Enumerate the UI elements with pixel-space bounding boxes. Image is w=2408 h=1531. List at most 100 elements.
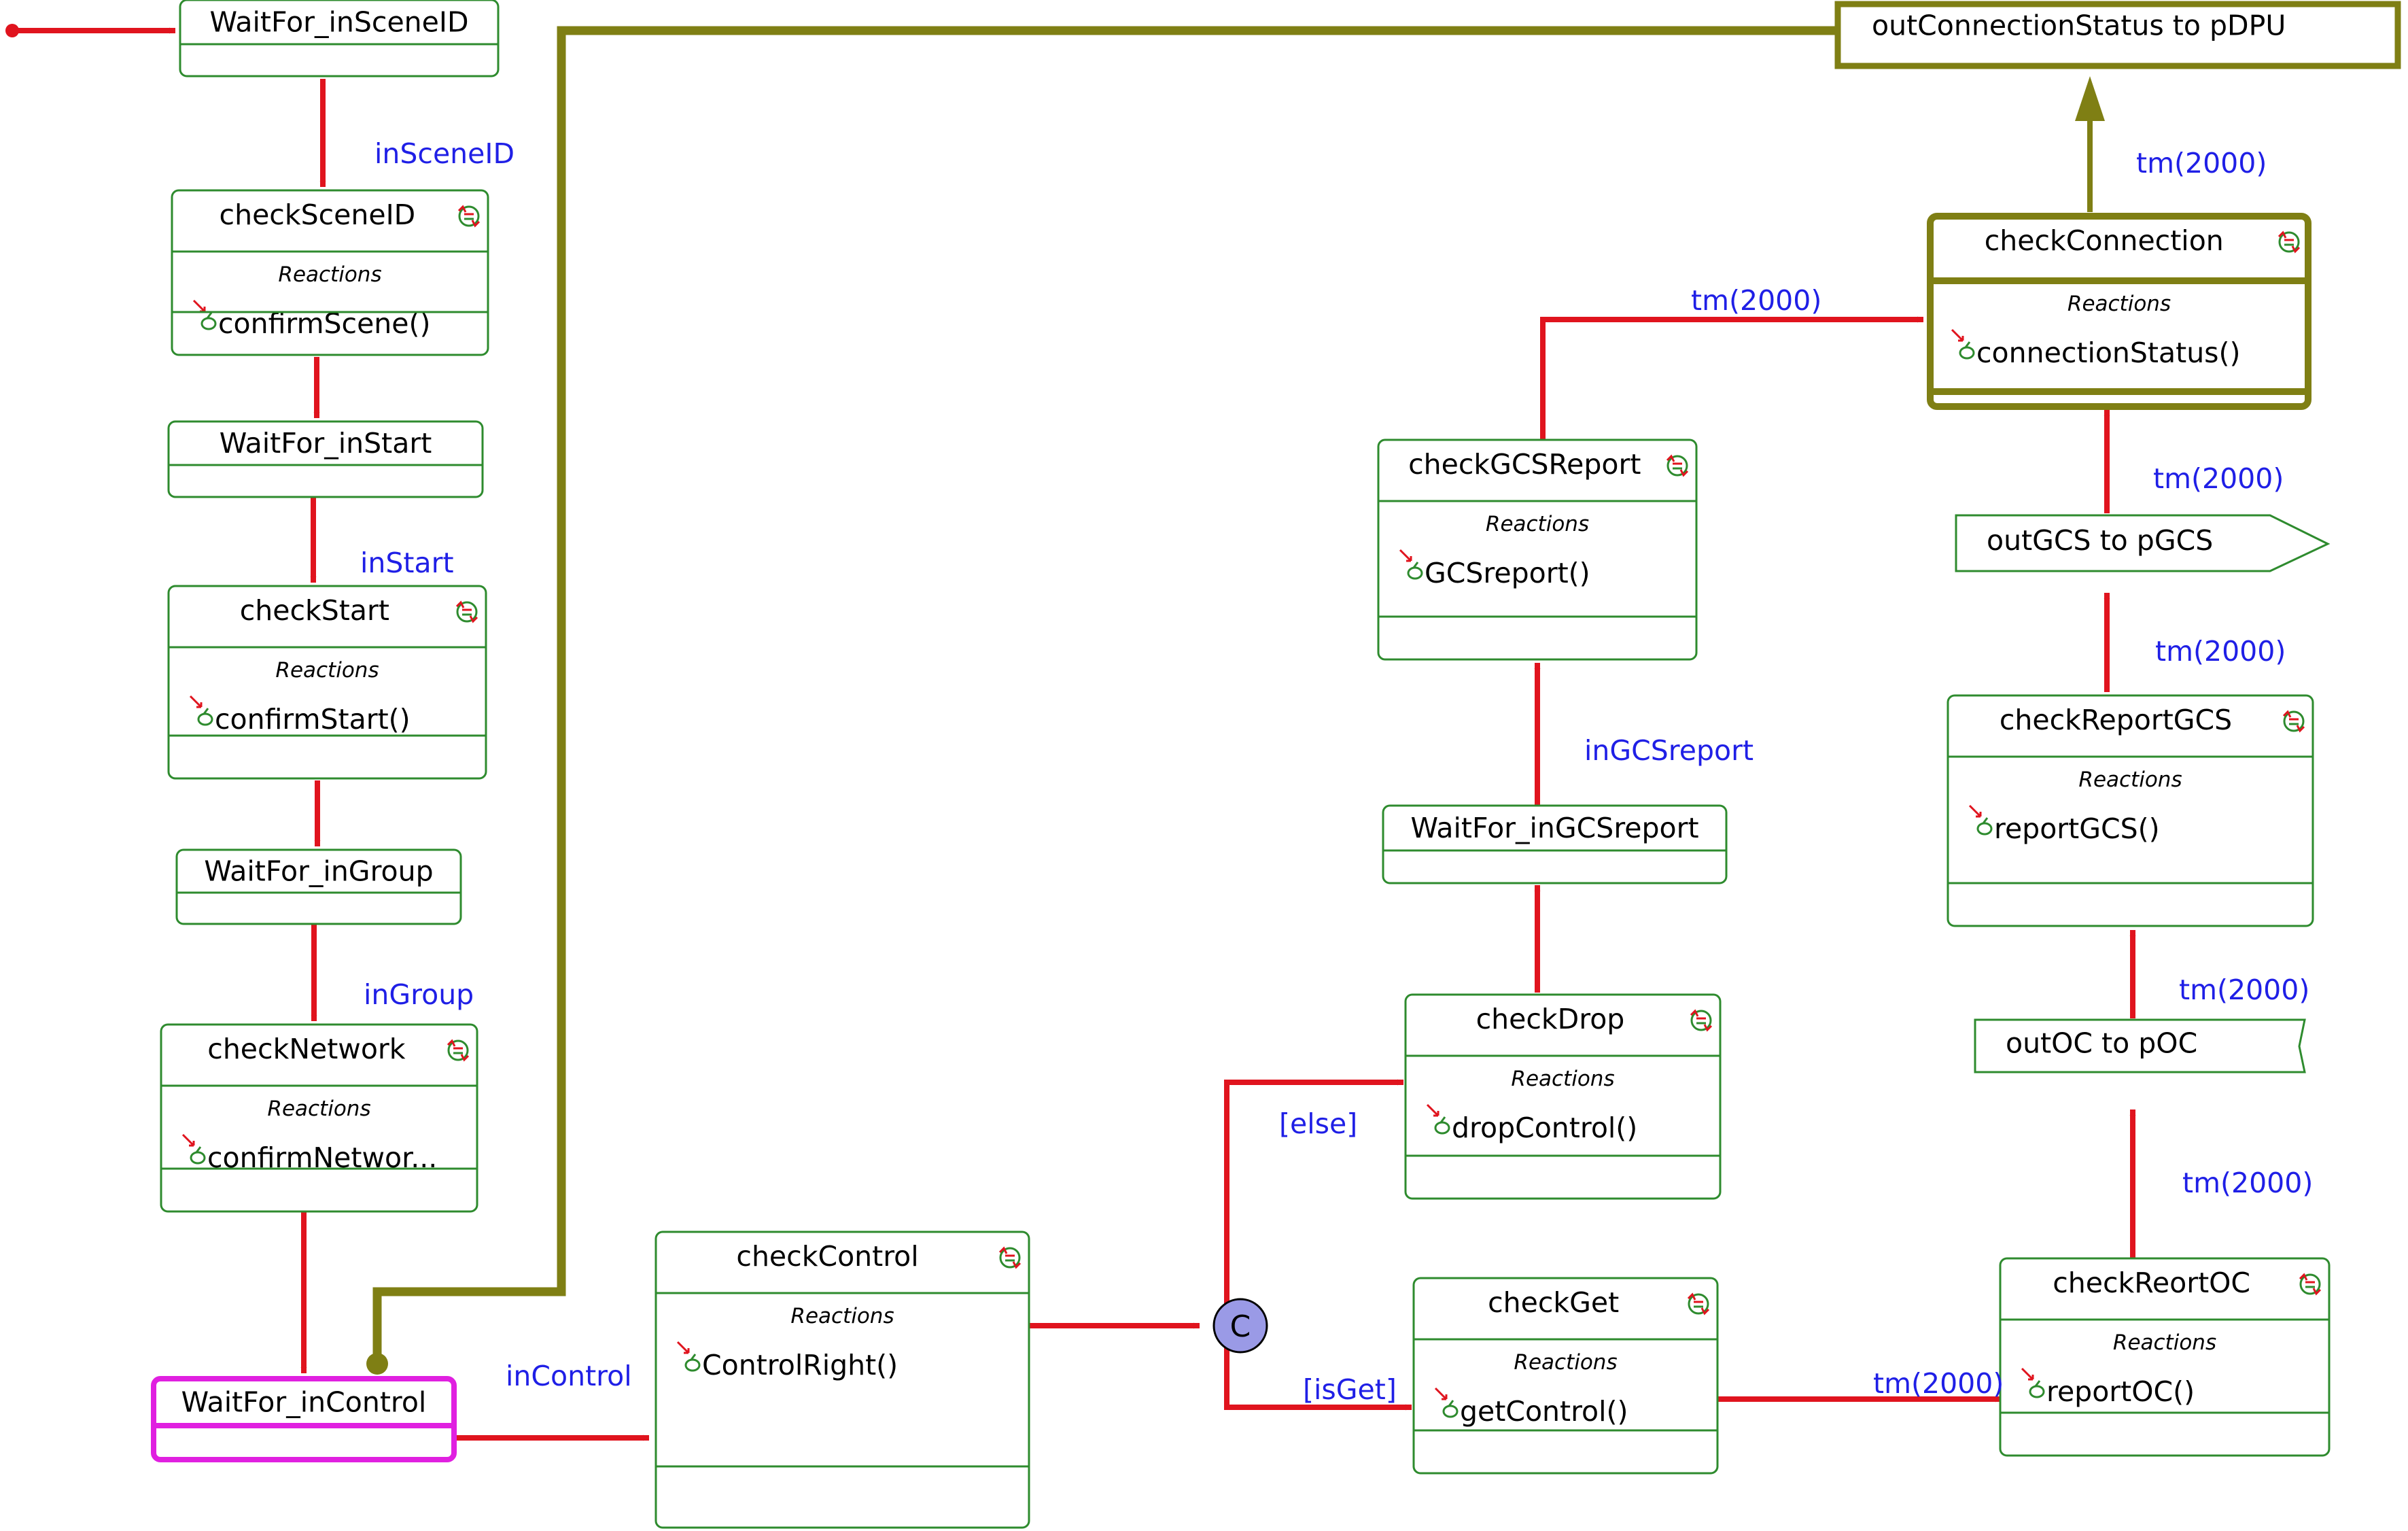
transition-labels: inSceneID inStart inGroup inControl [els… [360, 137, 2313, 1406]
send-signal-label: outGCS to pGCS [1987, 524, 2213, 557]
label-ingroup: inGroup [364, 978, 474, 1011]
send-signals-layer: outConnectionStatus to pDPU outGCS to pGC… [1834, 1, 2401, 1073]
label-ingcsreport: inGCSreport [1584, 734, 1753, 767]
state-box[interactable] [160, 1023, 478, 1213]
state-box[interactable] [1947, 694, 2314, 927]
state-box[interactable] [167, 420, 484, 498]
reaction-item[interactable]: connectionStatus() [1976, 337, 2241, 369]
state-name: WaitFor_inStart [220, 427, 432, 460]
reaction-item[interactable]: ControlRight() [702, 1349, 898, 1381]
state-checknetwork[interactable]: checkNetworkReactionsconfirmNetwor... [160, 1023, 478, 1213]
reaction-cycle-icon [455, 600, 478, 623]
state-box[interactable] [167, 585, 487, 780]
reaction-cycle-icon [2282, 710, 2305, 733]
state-box[interactable] [175, 848, 462, 925]
reaction-item-icon [1399, 549, 1423, 580]
send-signal-shape[interactable] [1955, 514, 2331, 572]
reaction-cycle-icon [2299, 1273, 2322, 1296]
reactions-header: Reactions [2067, 292, 2171, 316]
olive-arrowhead-up [2075, 76, 2105, 121]
state-box[interactable] [1404, 993, 1722, 1200]
state-waitfor-instart[interactable]: WaitFor_inStart [167, 420, 484, 498]
condition-connector[interactable]: C [1212, 1298, 1268, 1354]
initial-state-dot [5, 24, 19, 37]
reaction-item-icon [1951, 328, 1975, 360]
reactions-header: Reactions [1511, 1067, 1614, 1091]
reaction-cycle-icon [1687, 1292, 1710, 1315]
highlight-path-line[interactable] [372, 26, 1835, 1368]
transition-isget[interactable] [1224, 1346, 1412, 1411]
reaction-item[interactable]: GCSreport() [1425, 557, 1590, 589]
reactions-header: Reactions [790, 1304, 894, 1328]
reaction-item[interactable]: confirmStart() [215, 703, 411, 736]
state-name: checkDrop [1476, 1003, 1625, 1035]
state-waitfor-ingroup[interactable]: WaitFor_inGroup [175, 848, 462, 925]
state-box[interactable] [1412, 1277, 1719, 1475]
state-name: checkGet [1488, 1286, 1619, 1319]
state-name: checkSceneID [220, 199, 416, 231]
label-isget: [isGet] [1303, 1373, 1397, 1406]
reaction-item[interactable]: dropControl() [1452, 1112, 1637, 1144]
state-box[interactable] [1927, 213, 2311, 410]
highlighted-path [372, 26, 2093, 1368]
condition-connector-circle[interactable] [1212, 1298, 1268, 1354]
state-name: checkGCSReport [1408, 448, 1641, 481]
state-name: checkReortOC [2053, 1267, 2250, 1299]
label-tm-gcsreport: tm(2000) [1691, 284, 1821, 317]
transition-else[interactable] [1224, 1079, 1403, 1305]
reactions-header: Reactions [1514, 1350, 1617, 1375]
reaction-cycle-icon [1690, 1009, 1713, 1032]
state-name: WaitFor_inSceneID [209, 6, 468, 39]
reaction-cycle-icon [447, 1039, 470, 1062]
reaction-cycle-icon [457, 205, 481, 228]
label-incontrol: inControl [506, 1360, 632, 1392]
reaction-item[interactable]: reportOC() [2046, 1375, 2195, 1408]
state-box[interactable] [1999, 1257, 2331, 1457]
state-name: WaitFor_inGroup [204, 855, 433, 888]
reaction-item[interactable]: getControl() [1460, 1395, 1628, 1428]
transitions [12, 27, 2136, 1441]
reaction-cycle-icon [1666, 454, 1689, 477]
reactions-header: Reactions [2078, 768, 2182, 792]
highlight-path-start-dot [366, 1353, 388, 1375]
send-signal-label: outOC to pOC [2006, 1027, 2197, 1060]
label-instart: inStart [360, 547, 454, 579]
state-box[interactable] [179, 0, 500, 78]
send-signal-outoc[interactable]: outOC to pOC [1974, 1018, 2306, 1073]
states-layer: WaitFor_inSceneIDcheckSceneIDReactionsco… [151, 0, 2331, 1529]
state-name: checkConnection [1985, 224, 2224, 257]
reaction-item-icon [2021, 1367, 2045, 1398]
reaction-item-icon [1426, 1103, 1450, 1135]
state-box[interactable] [1377, 438, 1698, 661]
send-signal-shape[interactable] [1834, 1, 2401, 69]
state-waitfor-insceneid[interactable]: WaitFor_inSceneID [179, 0, 500, 78]
reaction-cycle-icon [2278, 230, 2301, 254]
state-waitfor-incontrol[interactable]: WaitFor_inControl [151, 1376, 457, 1462]
label-insceneid: inSceneID [374, 137, 514, 170]
state-box[interactable] [151, 1376, 457, 1462]
state-name: checkNetwork [207, 1033, 405, 1065]
transition-gcsreport-to-connection[interactable] [1540, 316, 1923, 440]
state-box[interactable] [171, 189, 489, 356]
state-box[interactable] [655, 1231, 1030, 1529]
state-box[interactable] [1382, 804, 1728, 884]
send-signal-shape[interactable] [1974, 1018, 2306, 1073]
send-signal-outgcs[interactable]: outGCS to pGCS [1955, 514, 2331, 572]
label-else: [else] [1279, 1107, 1357, 1140]
reactions-header: Reactions [267, 1097, 370, 1121]
send-signal-label: outConnectionStatus to pDPU [1872, 10, 2286, 42]
send-signal-outconnectionstatus[interactable]: outConnectionStatus to pDPU [1834, 1, 2401, 69]
reaction-item[interactable]: reportGCS() [1994, 812, 2160, 845]
label-tm-outoc: tm(2000) [2179, 974, 2309, 1006]
state-waitfor-ingcsreport[interactable]: WaitFor_inGCSreport [1382, 804, 1728, 884]
